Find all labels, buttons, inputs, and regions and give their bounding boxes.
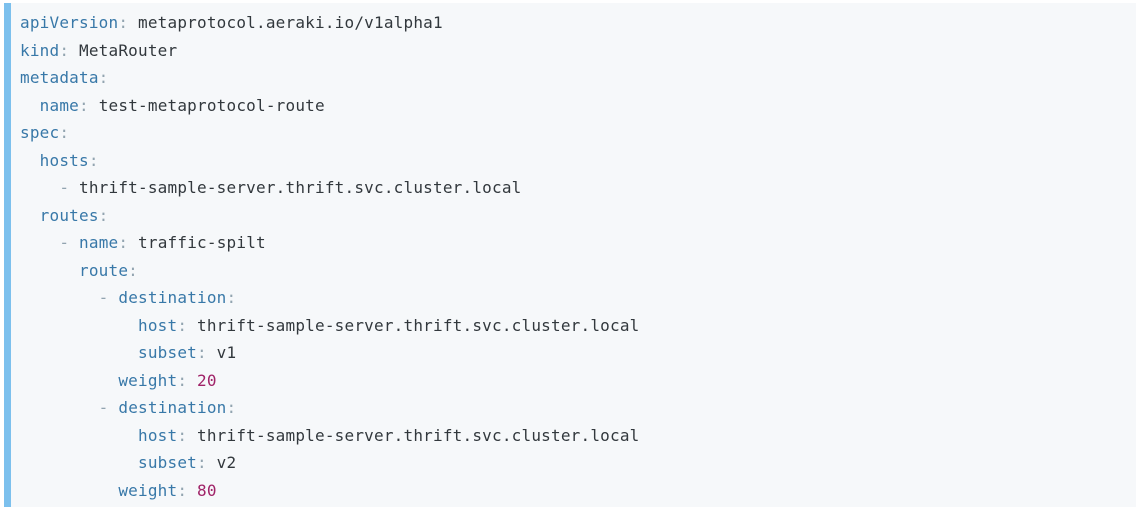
token-key: name [79,233,119,252]
code-line: - destination: [20,394,1126,422]
token-punc: : [177,480,188,500]
token-punc: - [59,178,70,197]
code-line: weight: 20 [20,367,1126,395]
token-key: name [39,95,80,115]
token-plain: thrift-sample-server.thrift.svc.cluster.… [69,178,522,197]
code-line: weight: 80 [20,477,1126,505]
code-line: kind: MetaRouter [20,37,1126,65]
token-plain [20,288,99,307]
token-plain [20,343,138,362]
code-line: metadata: [20,64,1126,92]
token-key: destination [118,288,227,307]
token-plain [20,151,40,170]
token-plain [187,371,197,390]
token-punc: : [88,150,99,170]
token-plain: metaprotocol.aeraki.io/v1alpha1 [128,13,443,32]
token-num: 20 [197,370,217,390]
code-line: apiVersion: metaprotocol.aeraki.io/v1alp… [20,9,1126,37]
token-key: subset [138,453,197,472]
token-punc: : [79,95,89,115]
token-plain [20,371,118,390]
token-key: host [138,315,178,335]
token-punc: : [177,425,188,445]
token-punc: - [59,233,70,252]
token-punc: : [118,13,129,32]
token-punc: : [226,288,237,307]
token-plain: traffic-spilt [128,233,266,252]
yaml-code-block: apiVersion: metaprotocol.aeraki.io/v1alp… [4,3,1136,507]
token-plain [20,398,99,417]
token-plain: test-metaprotocol-route [88,95,325,115]
token-plain [187,481,197,500]
token-punc: : [197,453,207,472]
code-line: - name: traffic-spilt [20,229,1126,257]
code-line: routes: [20,202,1126,230]
code-line: host: thrift-sample-server.thrift.svc.cl… [20,312,1126,340]
token-plain [20,481,118,500]
token-plain [20,316,138,335]
token-plain: v2 [206,453,237,472]
code-line: subset: v2 [20,449,1126,477]
token-plain: thrift-sample-server.thrift.svc.cluster.… [187,425,640,445]
token-key: host [138,425,178,445]
token-punc: : [118,233,129,252]
code-lines: apiVersion: metaprotocol.aeraki.io/v1alp… [20,9,1126,504]
code-line: - destination: [20,284,1126,312]
token-plain [20,426,138,445]
token-punc: - [98,288,109,307]
code-line: name: test-metaprotocol-route [20,92,1126,120]
token-key: destination [118,398,227,417]
token-plain [20,178,59,197]
token-plain: v1 [206,343,237,362]
code-line: spec: [20,119,1126,147]
token-key: weight [118,370,178,390]
token-punc: - [98,398,109,417]
token-key: spec [20,123,60,142]
token-key: routes [39,205,99,225]
token-plain [20,261,79,280]
token-punc: : [98,68,109,87]
code-line: host: thrift-sample-server.thrift.svc.cl… [20,422,1126,450]
token-punc: : [98,205,109,225]
token-punc: : [226,398,237,417]
token-key: kind [20,40,60,60]
token-punc: : [128,260,139,280]
token-punc: : [59,40,70,60]
token-plain [109,398,119,417]
code-line: route: [20,257,1126,285]
code-line: - thrift-sample-server.thrift.svc.cluste… [20,174,1126,202]
token-plain [20,96,40,115]
token-key: metadata [20,68,99,87]
token-plain: thrift-sample-server.thrift.svc.cluster.… [187,315,640,335]
token-plain: MetaRouter [69,40,178,60]
token-key: hosts [39,150,89,170]
token-plain [69,233,79,252]
token-punc: : [59,123,70,142]
token-plain [20,233,59,252]
token-num: 80 [197,480,217,500]
token-key: subset [138,343,197,362]
token-plain [20,206,40,225]
token-punc: : [177,370,188,390]
token-key: weight [118,480,178,500]
token-key: route [79,260,129,280]
token-plain [109,288,119,307]
code-line: subset: v1 [20,339,1126,367]
code-pre: apiVersion: metaprotocol.aeraki.io/v1alp… [11,3,1136,507]
token-punc: : [177,315,188,335]
token-plain [20,453,138,472]
token-punc: : [197,343,207,362]
code-line: hosts: [20,147,1126,175]
token-key: apiVersion [20,13,119,32]
